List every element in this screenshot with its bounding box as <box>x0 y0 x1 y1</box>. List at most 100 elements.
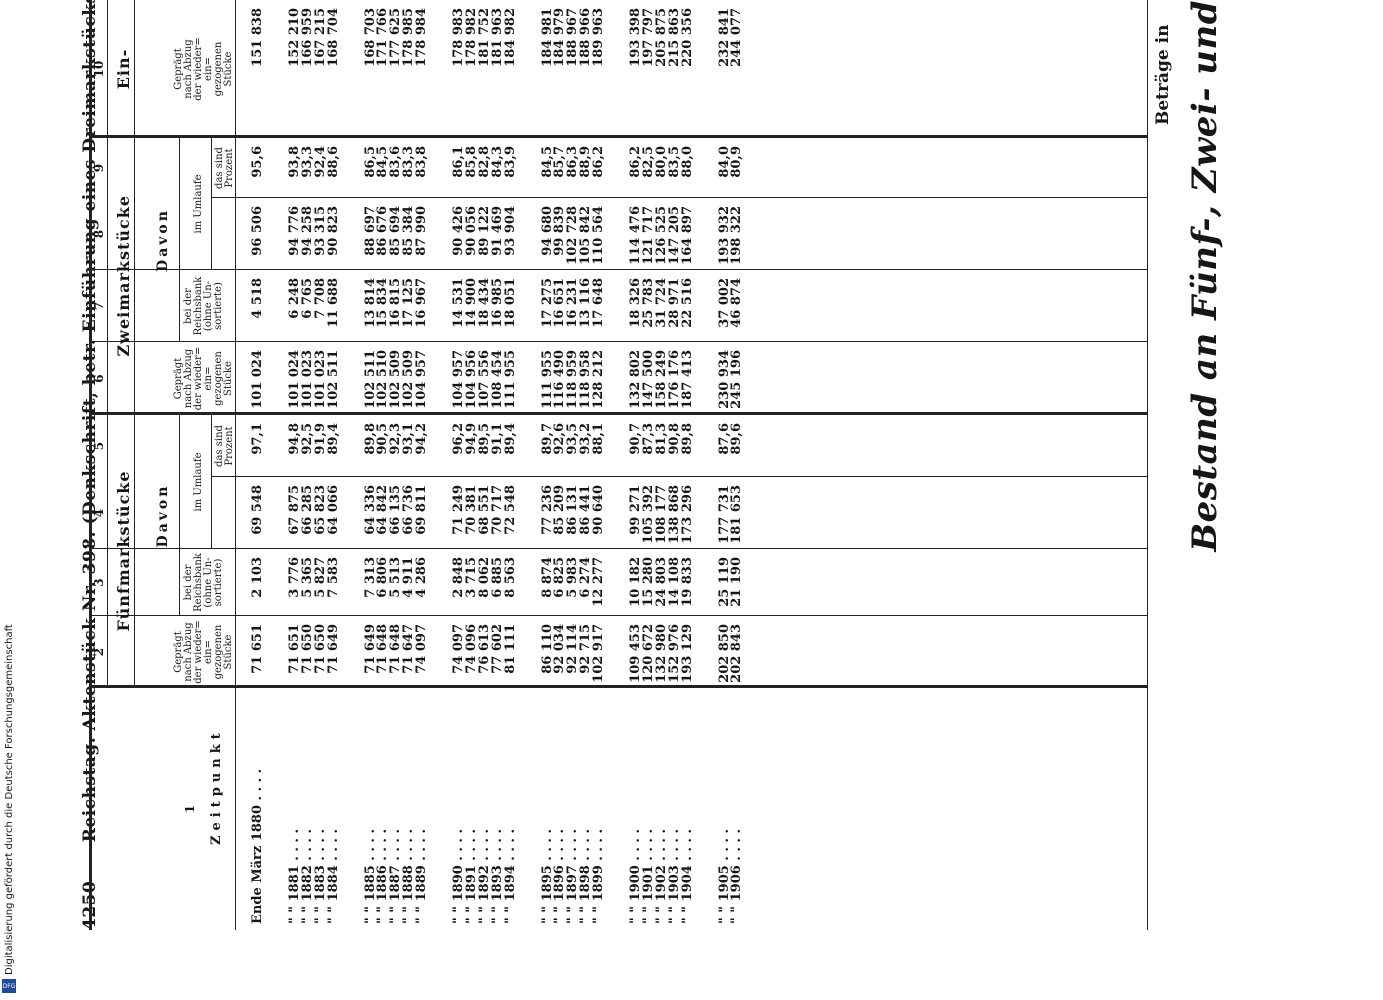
column-number: 10 <box>92 60 106 78</box>
table-cell: 21 190 <box>729 557 745 607</box>
column-rule-3 <box>89 548 1147 549</box>
table-cell: 69 548 <box>250 485 265 535</box>
table-cell: 94,2 <box>414 423 430 455</box>
davon-rule-2 <box>179 138 180 342</box>
subgroup-davon-2: Davon <box>155 208 171 272</box>
column-number: 8 <box>92 229 106 239</box>
table-cell: 81 111 <box>502 624 518 674</box>
table-cell: 164 897 <box>679 206 695 265</box>
table-cell: 16 967 <box>414 278 430 328</box>
table-cell: 220 356 <box>679 8 695 67</box>
table-cell: 193 129 <box>679 624 695 683</box>
table-cell: 86,2 <box>591 146 607 178</box>
table-cell: 101 024 <box>250 350 265 409</box>
table-cell: 89,8 <box>679 423 695 455</box>
column-rule-5 <box>89 412 1147 415</box>
table-cell: 88,0 <box>679 146 695 178</box>
row-label: " " 1899 . . . . <box>591 829 607 924</box>
colnum-rule <box>107 0 108 688</box>
column-number: 1 <box>183 804 197 814</box>
table-cell: 4 286 <box>414 557 430 598</box>
table-title: Bestand an Fünf-, Zwei- und <box>1185 0 1225 552</box>
column-number: 9 <box>92 163 106 173</box>
row-label: " " 1906 . . . . <box>729 829 745 924</box>
group-ein: Ein- <box>114 48 133 90</box>
table-cell: 244 077 <box>729 8 745 67</box>
umlauf-rule-2 <box>211 138 212 270</box>
table-cell: 83,9 <box>502 146 518 178</box>
table-cell: 12 277 <box>591 557 607 607</box>
table-cell: 88,1 <box>591 423 607 455</box>
table-subtitle: Beträge in <box>1153 24 1173 125</box>
table-cell: 198 322 <box>729 206 745 265</box>
row-label: " " 1894 . . . . <box>502 829 518 924</box>
table-cell: 89,4 <box>325 423 341 455</box>
table-cell: 7 583 <box>325 557 341 598</box>
column-rule-1 <box>89 685 1147 688</box>
row-label: " " 1889 . . . . <box>414 829 430 924</box>
row-label: " " 1884 . . . . <box>325 829 341 924</box>
header-bottom-rule <box>235 0 236 930</box>
column-rule-7 <box>89 269 1147 270</box>
umlauf-rule-5 <box>211 415 212 549</box>
table-cell: 88,6 <box>325 146 341 178</box>
table-cell: 187 413 <box>679 350 695 409</box>
table-cell: 178 984 <box>414 8 430 67</box>
digitization-note: Digitalisierung gefördert durch die Deut… <box>4 624 15 975</box>
dfg-logo-icon: DFG <box>2 979 16 993</box>
table-cell: 245 196 <box>729 350 745 409</box>
table-cell: 46 874 <box>729 278 745 328</box>
table-cell: 8 563 <box>502 557 518 598</box>
table-cell: 19 833 <box>679 557 695 607</box>
davon-rule-5 <box>179 415 180 616</box>
table-cell: 184 982 <box>502 8 518 67</box>
table-cell: 87 990 <box>414 206 430 256</box>
subgroup-davon-5: Davon <box>155 483 171 548</box>
column-number: 2 <box>92 647 106 657</box>
table-cell: 2 103 <box>250 557 265 598</box>
table-cell: 93 904 <box>502 206 518 256</box>
table-cell: 102 917 <box>591 624 607 683</box>
table-cell: 83,8 <box>414 146 430 178</box>
table-cell: 17 648 <box>591 278 607 328</box>
table-cell: 97,1 <box>250 423 265 455</box>
table-cell: 74 097 <box>414 624 430 674</box>
table-cell: 90 823 <box>325 206 341 256</box>
table-bottom-rule <box>1147 0 1148 930</box>
group-rule <box>134 0 135 688</box>
column-rule-6 <box>89 341 1147 342</box>
table-cell: 173 296 <box>679 485 695 544</box>
table-cell: 151 838 <box>250 8 265 67</box>
table-cell: 181 653 <box>729 485 745 544</box>
table-cell: 189 963 <box>591 8 607 67</box>
column-number: 6 <box>92 374 106 383</box>
column-number: 5 <box>92 441 106 451</box>
column-number: 4 <box>92 508 106 518</box>
row-label: " " 1904 . . . . <box>679 829 695 924</box>
table-cell: 69 811 <box>414 485 430 535</box>
table-cell: 128 212 <box>591 350 607 409</box>
table-cell: 111 955 <box>502 350 518 409</box>
column-number: 7 <box>92 301 106 311</box>
table-cell: 4 518 <box>250 278 265 319</box>
table-cell: 90 640 <box>591 485 607 535</box>
table-cell: 11 688 <box>325 278 341 328</box>
column-rule-2 <box>89 615 1147 616</box>
table-cell: 71 651 <box>250 624 265 674</box>
table-cell: 110 564 <box>591 206 607 265</box>
group-zweimarkstuecke: Zweimarkstücke <box>114 194 133 357</box>
table-cell: 22 516 <box>679 278 695 328</box>
table-cell: 89,4 <box>502 423 518 455</box>
table-cell: 80,9 <box>729 146 745 178</box>
table-cell: 102 511 <box>325 350 341 409</box>
table-cell: 104 957 <box>414 350 430 409</box>
table-cell: 72 548 <box>502 485 518 535</box>
table-cell: 96 506 <box>250 206 265 256</box>
